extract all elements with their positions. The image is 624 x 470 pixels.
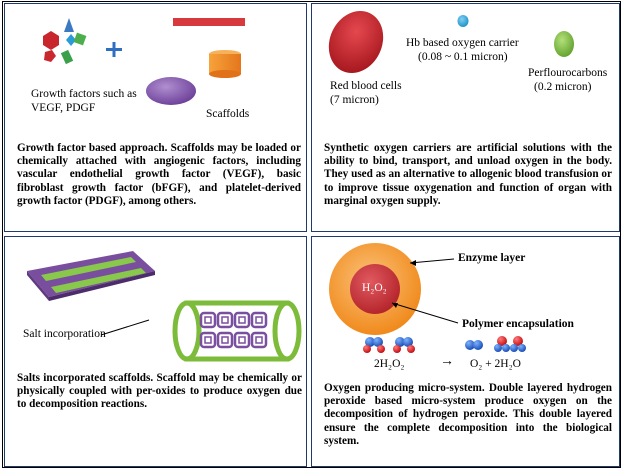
scaffolds-label: Scaffolds (206, 108, 250, 120)
scaffold-cylinder (209, 54, 241, 74)
carriers-caption: Synthetic oxygen carriers are artificial… (324, 142, 612, 207)
h2o2-molecule (363, 337, 385, 353)
growth-illustration (43, 18, 245, 105)
polymer-encapsulation-label: Polymer encapsulation (462, 318, 574, 330)
h2o-molecule (494, 336, 510, 352)
panel-oxygen-system: H₂O₂ Enzyme layer Polymer encapsulation … (311, 236, 620, 467)
triangle-icon (64, 18, 74, 32)
equation-right: O₂ + 2H₂O (470, 358, 521, 370)
panel-growth-factor: Growth factors such as VEGF, PDGF Scaffo… (4, 3, 307, 232)
pfc-size-label: (0.2 micron) (534, 81, 592, 93)
equation-left: 2H₂O₂ (374, 358, 405, 370)
rbc-label: Red blood cells (330, 80, 402, 92)
carrier-illustration (328, 10, 574, 74)
hexagon-icon (43, 31, 59, 50)
salt-caption: Salts incorporated scaffolds. Scaffold m… (17, 372, 302, 411)
system-illustration (329, 243, 526, 353)
growth-factors-label: Growth factors such as VEGF, PDGF (31, 88, 137, 114)
salt-strip (51, 268, 146, 293)
scaffold-bar (173, 18, 245, 26)
pfc-label: Perflourocarbons (528, 67, 608, 79)
panel-salt-scaffold: Salt incorporation Salts incorporated sc… (4, 236, 307, 467)
scaffold-ellipse (146, 77, 196, 105)
system-caption: Oxygen producing micro-system. Double la… (324, 382, 612, 447)
red-blood-cell (328, 10, 384, 74)
o2-molecule (465, 340, 483, 350)
equation-arrow: → (440, 354, 454, 369)
panel-oxygen-carriers: Red blood cells (7 micron) Hb based oxyg… (311, 3, 620, 232)
perfluorocarbon-dot (554, 31, 574, 57)
h2o2-molecule (393, 337, 415, 353)
green-rect-icon (60, 49, 74, 65)
h2o2-core-label: H₂O₂ (362, 282, 387, 294)
hb-size-label: (0.08 ~ 0.1 micron) (418, 51, 508, 63)
h2o-molecule (510, 336, 526, 352)
salt-incorporation-label: Salt incorporation (23, 328, 106, 340)
hb-label: Hb based oxygen carrier (406, 37, 519, 49)
salt-strip (41, 257, 136, 281)
plus-icon-v (112, 42, 116, 57)
rbc-size-label: (7 micron) (330, 94, 379, 106)
cylinder-scaffold (184, 300, 290, 362)
square-icon (73, 32, 87, 46)
hb-carrier-dot (457, 15, 469, 27)
growth-caption: Growth factor based approach. Scaffolds … (17, 142, 301, 207)
h2o2-core (350, 264, 400, 314)
enzyme-layer-label: Enzyme layer (458, 252, 526, 264)
salt-illustration (27, 251, 302, 362)
pentagon-icon (44, 50, 56, 62)
diamond-icon (66, 34, 76, 46)
